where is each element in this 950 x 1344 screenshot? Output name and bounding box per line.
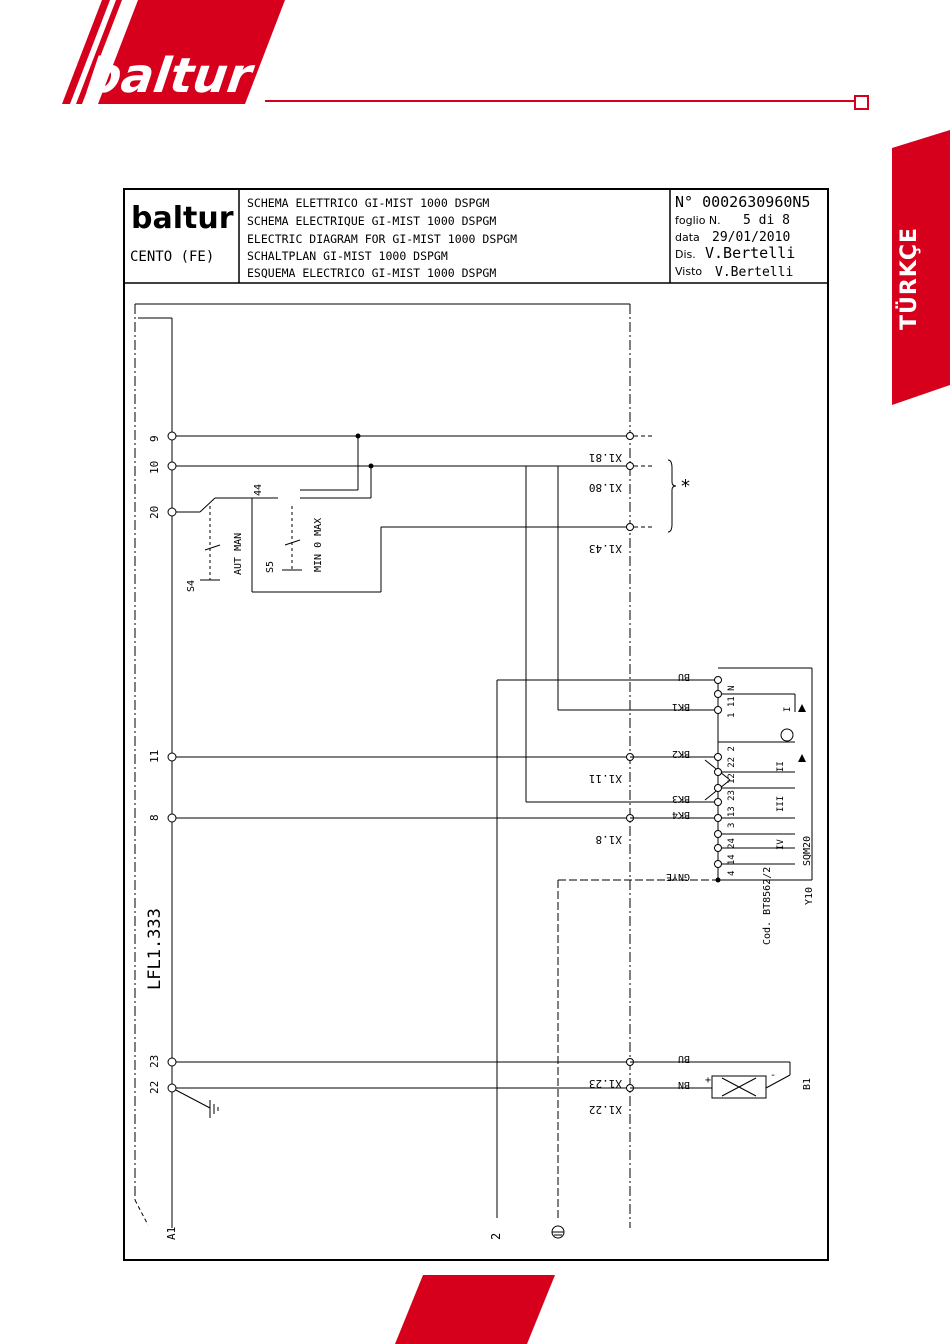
header-logo-text: baltur — [83, 48, 258, 104]
servo-terminal-group-2: 12 22 2 — [727, 746, 737, 784]
wire-bk2: BK2 — [672, 748, 690, 759]
drawn-label: Dis. — [675, 248, 696, 261]
connector-x1-80: X1.80 — [589, 481, 622, 494]
svg-text:baltur: baltur — [131, 201, 234, 236]
drawing-number: N° 0002630960N5 — [675, 193, 810, 211]
sheet-value: 5 di 8 — [743, 213, 790, 228]
switch-s4-label: AUT MAN — [233, 533, 244, 575]
header-square-icon — [854, 95, 869, 110]
switch-s4-ref: S4 — [186, 580, 197, 592]
wire-44-label: 44 — [253, 484, 264, 496]
header-rule — [265, 100, 855, 102]
terminal-22: 22 — [148, 1081, 161, 1094]
switch-s5-ref: S5 — [265, 561, 276, 573]
terminal-23: 23 — [148, 1055, 161, 1068]
date-value: 29/01/2010 — [712, 230, 790, 245]
sensor-minus: - — [770, 1070, 776, 1081]
earth-icon — [551, 1225, 565, 1239]
sheet-label: foglio N. — [675, 214, 721, 227]
checked-value: V.Bertelli — [715, 265, 793, 280]
connector-x1-11: X1.11 — [589, 772, 622, 785]
switch-mark-iii: III — [776, 796, 786, 812]
wire-bu-servo: BU — [678, 671, 690, 682]
bus-2-label: 2 — [489, 1233, 503, 1240]
wire-bk4: BK4 — [672, 809, 690, 820]
servo-terminal-group-3: 3 13 23 — [727, 790, 737, 828]
switch-s5-label: MIN 0 MAX — [313, 518, 324, 572]
wire-bn-sensor: BN — [678, 1079, 690, 1090]
connector-x1-43: X1.43 — [589, 542, 622, 555]
wire-bu-sensor: BU — [678, 1053, 690, 1064]
title-es: ESQUEMA ELECTRICO GI-MIST 1000 DSPGM — [247, 266, 496, 280]
terminal-20: 20 — [148, 506, 161, 519]
title-block-logo: baltur — [131, 201, 234, 236]
location-label: CENTO (FE) — [130, 249, 214, 265]
switch-mark-ii: II — [776, 761, 786, 772]
connector-x1-22: X1.22 — [589, 1103, 622, 1116]
language-tab — [892, 130, 950, 405]
terminal-11: 11 — [148, 750, 161, 763]
terminal-8: 8 — [148, 814, 161, 821]
switch-mark-i: I — [783, 707, 793, 712]
connector-x1-23: X1.23 — [589, 1077, 622, 1090]
wire-gnye: GNYE — [666, 871, 690, 882]
wire-bk3: BK3 — [672, 793, 690, 804]
servo-ref: SQM20 — [802, 836, 813, 866]
connector-x1-81: X1.81 — [589, 451, 622, 464]
sensor-plus: + — [705, 1075, 711, 1086]
title-de: SCHALTPLAN GI-MIST 1000 DSPGM — [247, 249, 448, 263]
control-unit-ref: A1 — [165, 1227, 178, 1240]
checked-label: Visto — [675, 265, 702, 278]
date-label: data — [675, 231, 700, 244]
connector-x1-8: X1.8 — [596, 833, 623, 846]
servo-terminal-group-4: 4 14 24 — [727, 838, 737, 876]
drawn-value: V.Bertelli — [705, 244, 795, 262]
switch-mark-iv: IV — [776, 839, 786, 850]
sensor-ref: B1 — [802, 1078, 813, 1090]
drawing-sheet — [123, 188, 829, 1261]
note-star: * — [681, 476, 690, 497]
servo-position: Y10 — [804, 887, 815, 905]
wire-bk1: BK1 — [672, 701, 690, 712]
control-unit-label: LFL1.333 — [145, 908, 165, 990]
servo-code: Cod. BT8562/2 — [762, 867, 773, 945]
title-en: ELECTRIC DIAGRAM FOR GI-MIST 1000 DSPGM — [247, 232, 517, 246]
servo-terminal-group-1: 1 11 N — [727, 685, 737, 718]
title-it: SCHEMA ELETTRICO GI-MIST 1000 DSPGM — [247, 196, 489, 210]
title-fr: SCHEMA ELECTRIQUE GI-MIST 1000 DSPGM — [247, 214, 496, 228]
terminal-10: 10 — [148, 461, 161, 474]
page-footer-tab — [395, 1275, 555, 1344]
header-logo: baltur — [62, 0, 285, 104]
terminal-9: 9 — [148, 435, 161, 442]
